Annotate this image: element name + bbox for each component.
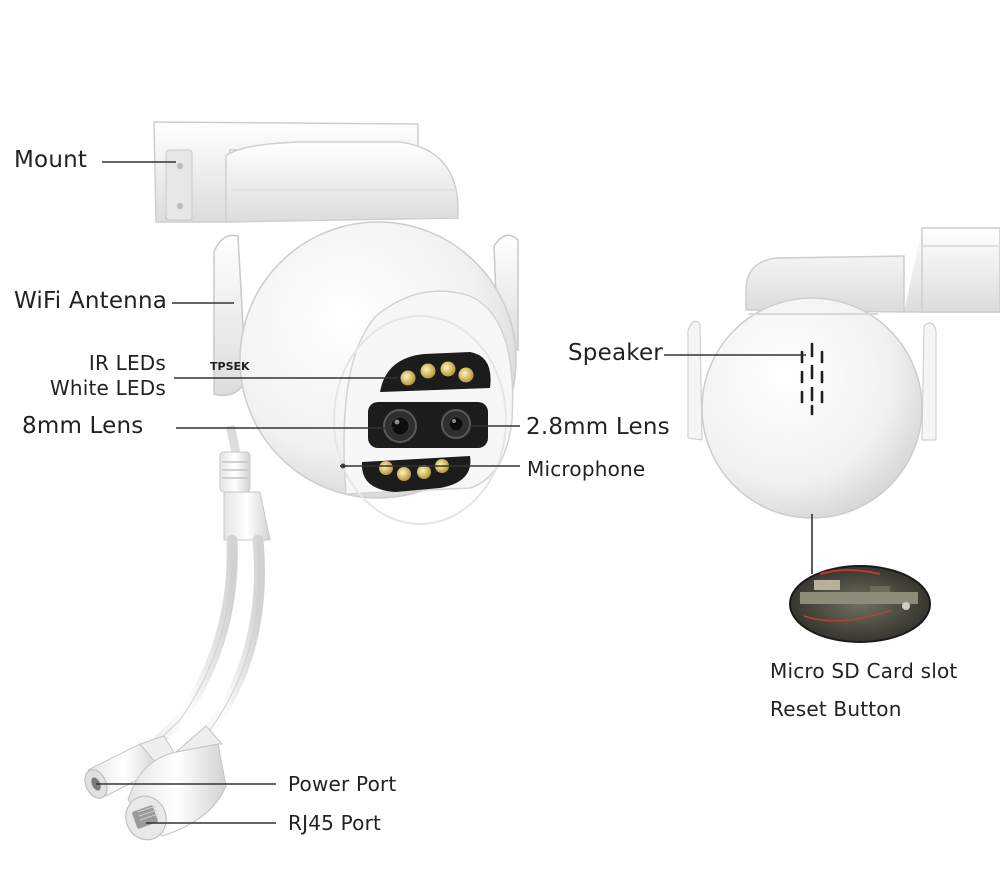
front-camera: TPSEK xyxy=(84,121,519,841)
brand-logo: TPSEK xyxy=(210,360,250,373)
rear-camera xyxy=(687,227,1000,643)
label-rj45-port: RJ45 Port xyxy=(288,811,382,835)
label-microphone: Microphone xyxy=(527,457,646,481)
label-white-leds: White LEDs xyxy=(49,376,166,400)
label-micro-sd-card-slot: Micro SD Card slot xyxy=(770,659,958,683)
rear-right-antenna xyxy=(921,322,937,441)
leader-lines xyxy=(96,161,813,824)
label-wifi-antenna: WiFi Antenna xyxy=(14,288,168,314)
label-2-8mm-lens: 2.8mm Lens xyxy=(526,414,670,440)
cable-assembly xyxy=(84,424,271,841)
label-power-port: Power Port xyxy=(288,772,397,796)
label-mount: Mount xyxy=(14,147,88,173)
sd-slot-inset xyxy=(789,565,931,643)
rear-left-antenna xyxy=(687,320,703,441)
top-leds xyxy=(400,361,474,386)
speaker-grille xyxy=(800,342,824,416)
mount-bracket xyxy=(153,121,459,223)
rj45-connector xyxy=(125,725,227,841)
label-ir-leds: IR LEDs xyxy=(88,351,166,375)
label-speaker: Speaker xyxy=(568,340,663,366)
label-reset-button: Reset Button xyxy=(770,697,902,721)
label-8mm-lens: 8mm Lens xyxy=(22,413,144,439)
